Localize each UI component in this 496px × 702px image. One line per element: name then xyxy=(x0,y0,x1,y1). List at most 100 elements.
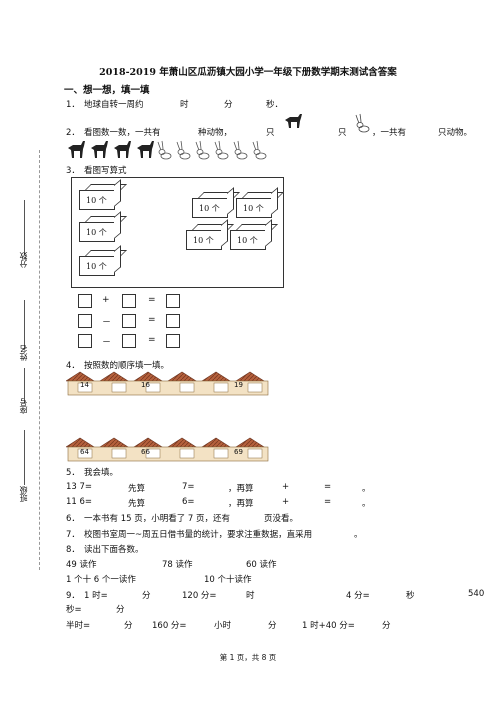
q5-line2-eq: = xyxy=(324,497,332,507)
answer-box[interactable] xyxy=(122,314,136,328)
q2-zhi1: 只 xyxy=(266,128,275,138)
score-blank[interactable] xyxy=(24,200,25,255)
q6-end: 页没看。 xyxy=(264,514,299,524)
minus-sign: － xyxy=(102,318,112,328)
q7-text: 校图书室周一~周五日借书量的统计，要求注重数据，直采用 xyxy=(84,530,313,540)
q9-b: 分 xyxy=(142,591,151,601)
q3-number: 3． xyxy=(66,166,80,176)
q2-kinds: 种动物， xyxy=(198,128,233,138)
q8-read-78: 78 读作 xyxy=(162,560,193,570)
q2-end: 只动物。 xyxy=(438,128,473,138)
cube-block: 10 个 xyxy=(79,256,115,276)
answer-box[interactable] xyxy=(166,334,180,348)
house-number: 64 xyxy=(80,448,89,456)
equals-sign: = xyxy=(148,335,156,345)
q5-number: 5． xyxy=(66,468,80,478)
q5-line2-then: ，再算 xyxy=(228,499,254,509)
q5-line2-expr: 11 6= xyxy=(66,497,93,507)
house-number: 19 xyxy=(234,381,243,389)
q1-second: 秒． xyxy=(266,100,284,110)
score-label: 分数 xyxy=(19,252,28,268)
q2-number: 2． xyxy=(66,128,80,138)
house-number: 14 xyxy=(80,381,89,389)
binding-line xyxy=(39,150,40,570)
number-label: 座号 xyxy=(19,398,28,414)
plus-sign: + xyxy=(102,295,110,305)
class-blank[interactable] xyxy=(24,430,25,485)
q9-e: 4 分= xyxy=(346,591,370,601)
q9-o: 1 时+40 分= xyxy=(302,621,355,631)
q5-line1-eq: = xyxy=(324,482,332,492)
q9-c: 120 分= xyxy=(182,591,217,601)
equals-sign: = xyxy=(148,315,156,325)
answer-box[interactable] xyxy=(122,334,136,348)
minus-sign: － xyxy=(102,338,112,348)
q9-number: 9． xyxy=(66,591,80,601)
q9-g: 540 xyxy=(468,589,485,599)
goat-icon xyxy=(285,114,302,128)
name-blank[interactable] xyxy=(24,300,25,348)
q7-end: 。 xyxy=(354,530,363,540)
class-label: 班级 xyxy=(19,486,28,502)
rabbits-row-icon xyxy=(157,140,267,160)
q5-line1-sub: 7= xyxy=(182,482,195,492)
answer-box[interactable] xyxy=(166,294,180,308)
answer-box[interactable] xyxy=(78,294,92,308)
number-blank[interactable] xyxy=(24,368,25,403)
q8-text: 读出下面各数。 xyxy=(84,545,144,555)
q4-text: 按照数的顺序填一填。 xyxy=(84,361,170,371)
q9-l: 160 分= xyxy=(152,621,187,631)
q1-minute: 分 xyxy=(224,100,233,110)
q6-number: 6． xyxy=(66,514,80,524)
q9-h: 秒= xyxy=(66,605,82,615)
q5-line1-first: 先算 xyxy=(128,484,146,494)
cube-block: 10 个 xyxy=(186,230,222,250)
q2-gong: ，一共有 xyxy=(372,128,407,138)
name-label: 姓名 xyxy=(19,345,28,361)
cube-block: 10 个 xyxy=(236,198,272,218)
q5-line2-plus: + xyxy=(282,497,290,507)
q5-line2-first: 先算 xyxy=(128,499,146,509)
q9-p: 分 xyxy=(382,621,391,631)
equals-sign: = xyxy=(148,295,156,305)
q1-hour: 时 xyxy=(180,100,189,110)
answer-box[interactable] xyxy=(122,294,136,308)
q5-text: 我会填。 xyxy=(84,468,119,478)
q9-f: 秒 xyxy=(406,591,415,601)
cube-block: 10 个 xyxy=(192,198,228,218)
q8-number: 8． xyxy=(66,545,80,555)
answer-box[interactable] xyxy=(78,334,92,348)
q5-line2-sub: 6= xyxy=(182,497,195,507)
q2-text: 看图数一数，一共有 xyxy=(84,128,161,138)
page-footer: 第 1 页，共 8 页 xyxy=(219,653,277,662)
q9-k: 分 xyxy=(124,621,133,631)
cube-block: 10 个 xyxy=(230,230,266,250)
cube-block: 10 个 xyxy=(79,190,115,210)
q9-j: 半时= xyxy=(66,621,91,631)
answer-box[interactable] xyxy=(166,314,180,328)
houses-row-2 xyxy=(66,437,269,462)
q8-read-49: 49 读作 xyxy=(66,560,97,570)
house-number: 66 xyxy=(141,448,150,456)
q9-d: 时 xyxy=(246,591,255,601)
q5-line1-plus: + xyxy=(282,482,290,492)
q1-text: 地球自转一周约 xyxy=(84,100,144,110)
q9-i: 分 xyxy=(116,605,125,615)
q5-line1-then: ，再算 xyxy=(228,484,254,494)
rabbit-icon xyxy=(355,113,370,133)
q6-text: 一本书有 15 页，小明看了 7 页，还有 xyxy=(84,514,231,524)
houses-row-1 xyxy=(66,371,269,396)
q2-zhi2: 只 xyxy=(338,128,347,138)
section-heading: 一、想一想，填一填 xyxy=(64,85,150,96)
q5-line2-end: 。 xyxy=(362,499,371,509)
q3-text: 看图写算式 xyxy=(84,166,127,176)
answer-box[interactable] xyxy=(78,314,92,328)
q5-line1-expr: 13 7= xyxy=(66,482,93,492)
cube-block: 10 个 xyxy=(79,222,115,242)
q9-m: 小时 xyxy=(214,621,232,631)
q4-number: 4． xyxy=(66,361,80,371)
q1-number: 1． xyxy=(66,100,80,110)
q9-n: 分 xyxy=(268,621,277,631)
q8-read-60: 60 读作 xyxy=(246,560,277,570)
q5-line1-end: 。 xyxy=(362,484,371,494)
